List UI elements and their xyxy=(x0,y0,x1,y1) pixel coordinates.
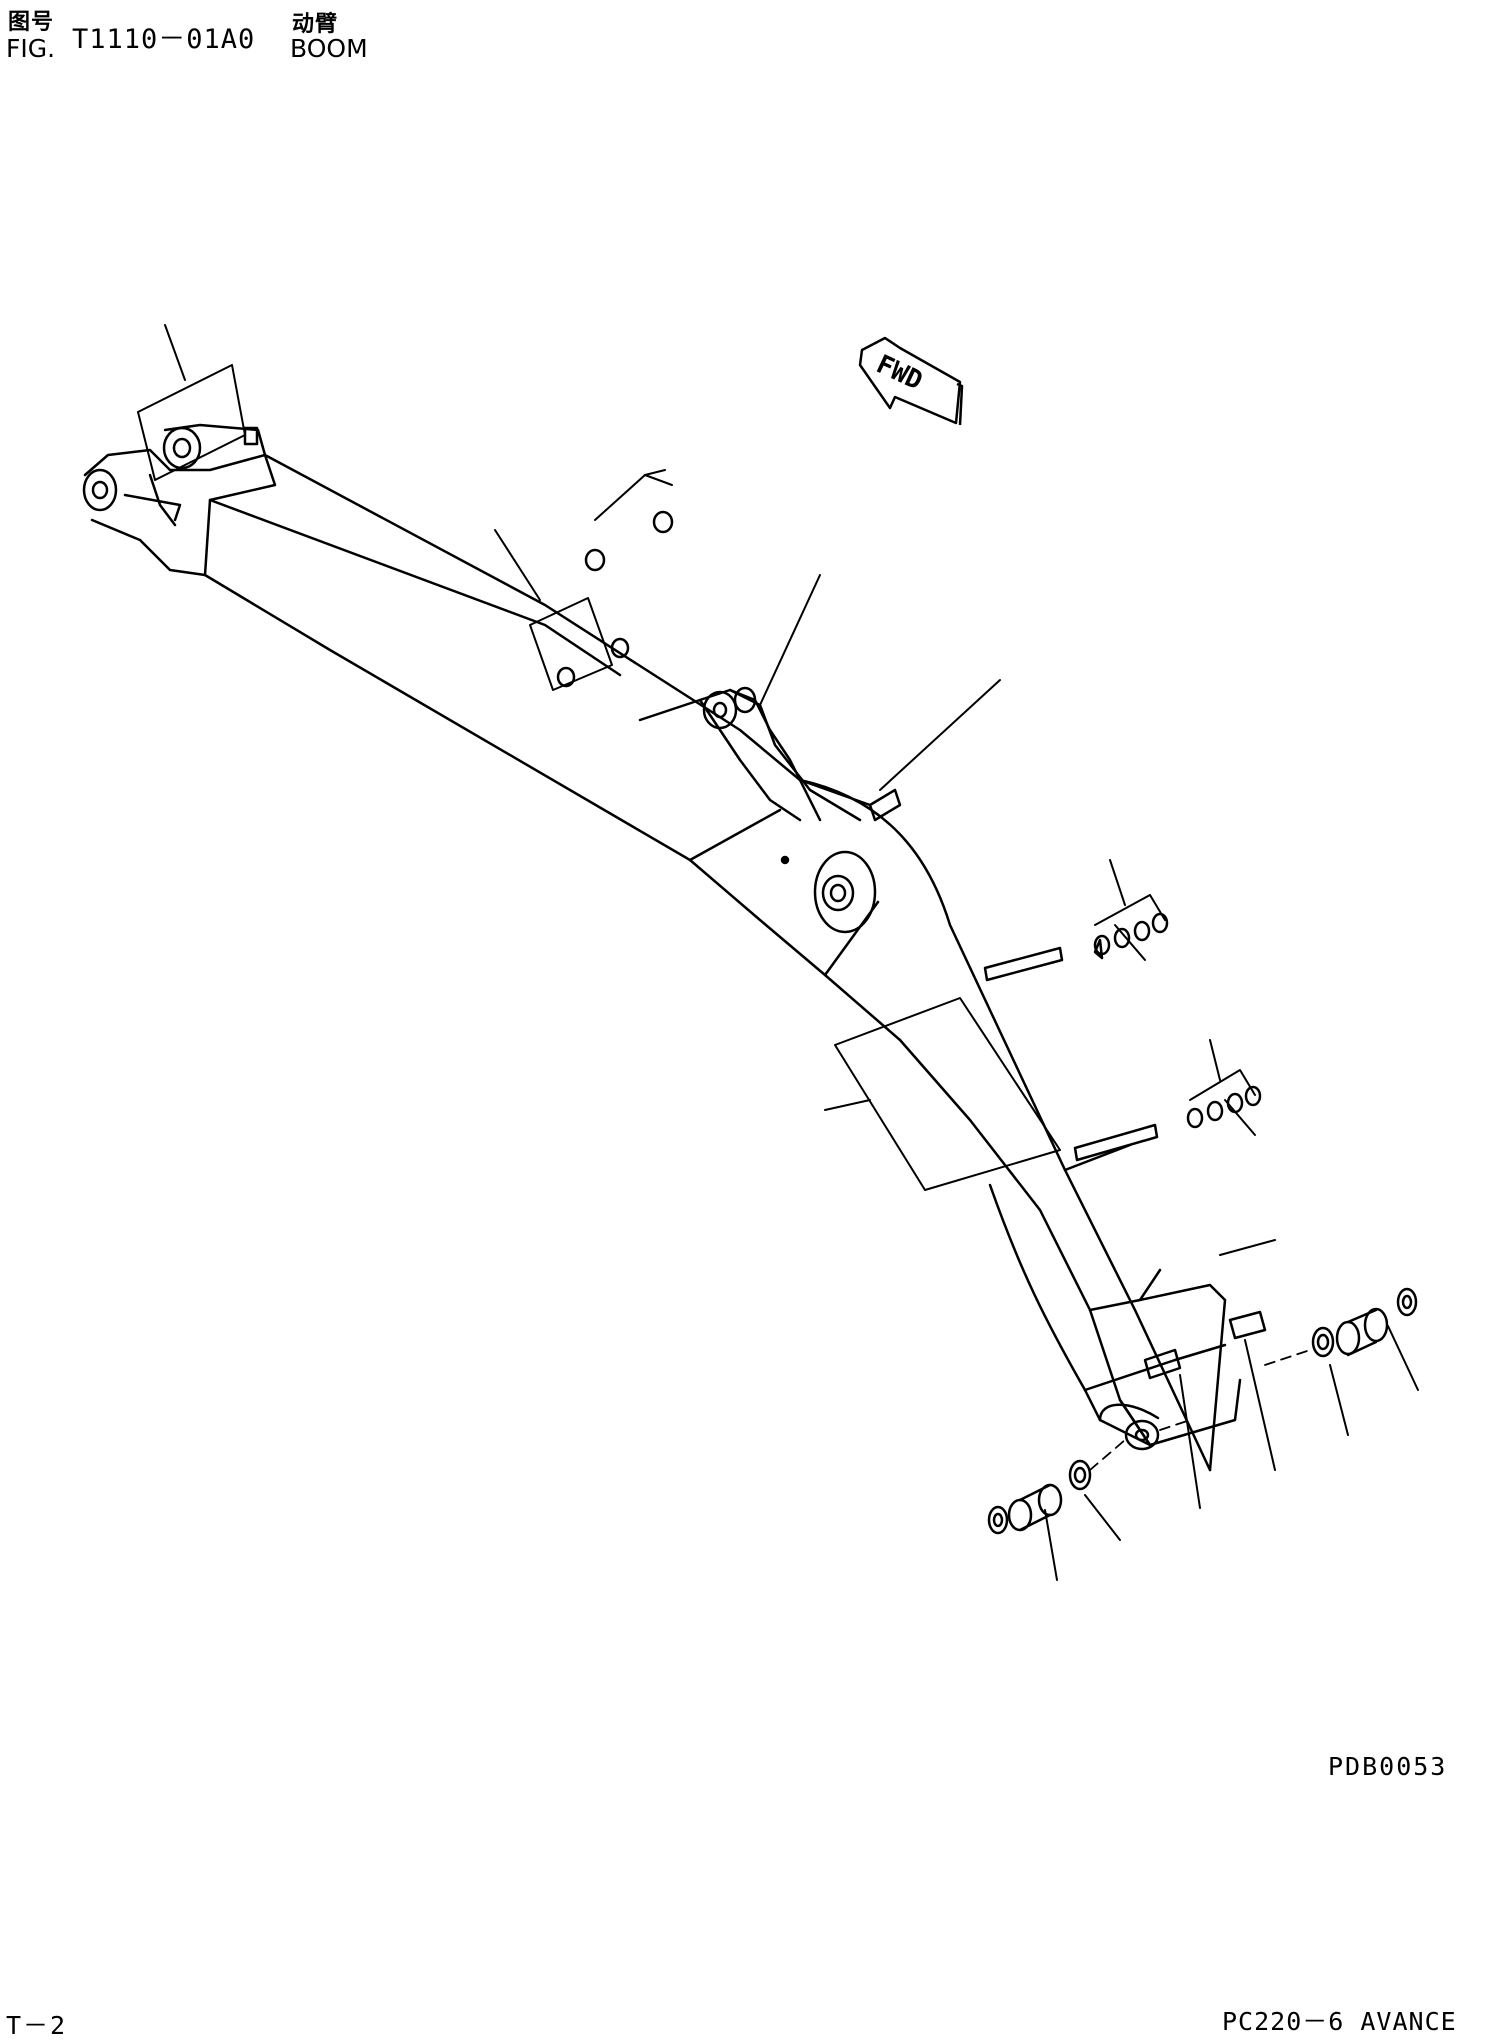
fig-label: FIG. xyxy=(6,34,56,63)
clamp-parts-group-2 xyxy=(1188,1087,1260,1127)
title-cjk: 动臂 xyxy=(292,12,339,37)
boom-foot xyxy=(84,425,275,575)
boom-side-boss xyxy=(782,852,875,932)
hose-clamps xyxy=(870,790,1265,1378)
model-name: PC220－6 AVANCE xyxy=(1222,2007,1457,2036)
fig-label-cjk: 图号 xyxy=(8,10,55,35)
callout-boxes xyxy=(138,365,1255,1190)
illustration-code: PDB0053 xyxy=(1328,1752,1448,1781)
pin-bushings-right xyxy=(1313,1289,1416,1356)
page-number: T－2 xyxy=(6,2011,68,2040)
fwd-arrow-marker: FWD xyxy=(860,338,962,425)
leader-lines xyxy=(165,325,1418,1580)
boom-body xyxy=(205,455,1240,1470)
boom-tip xyxy=(1100,1405,1158,1449)
cylinder-mount-bracket xyxy=(640,688,860,820)
clamp-parts-group-1 xyxy=(1095,914,1167,958)
pin-centerlines xyxy=(1090,1350,1310,1470)
fig-number: T1110－01A0 xyxy=(72,24,256,55)
fwd-label: FWD xyxy=(872,350,927,397)
title-boom: BOOM xyxy=(290,34,368,63)
pin-bushings-left xyxy=(989,1461,1090,1533)
grease-fittings xyxy=(558,512,672,686)
